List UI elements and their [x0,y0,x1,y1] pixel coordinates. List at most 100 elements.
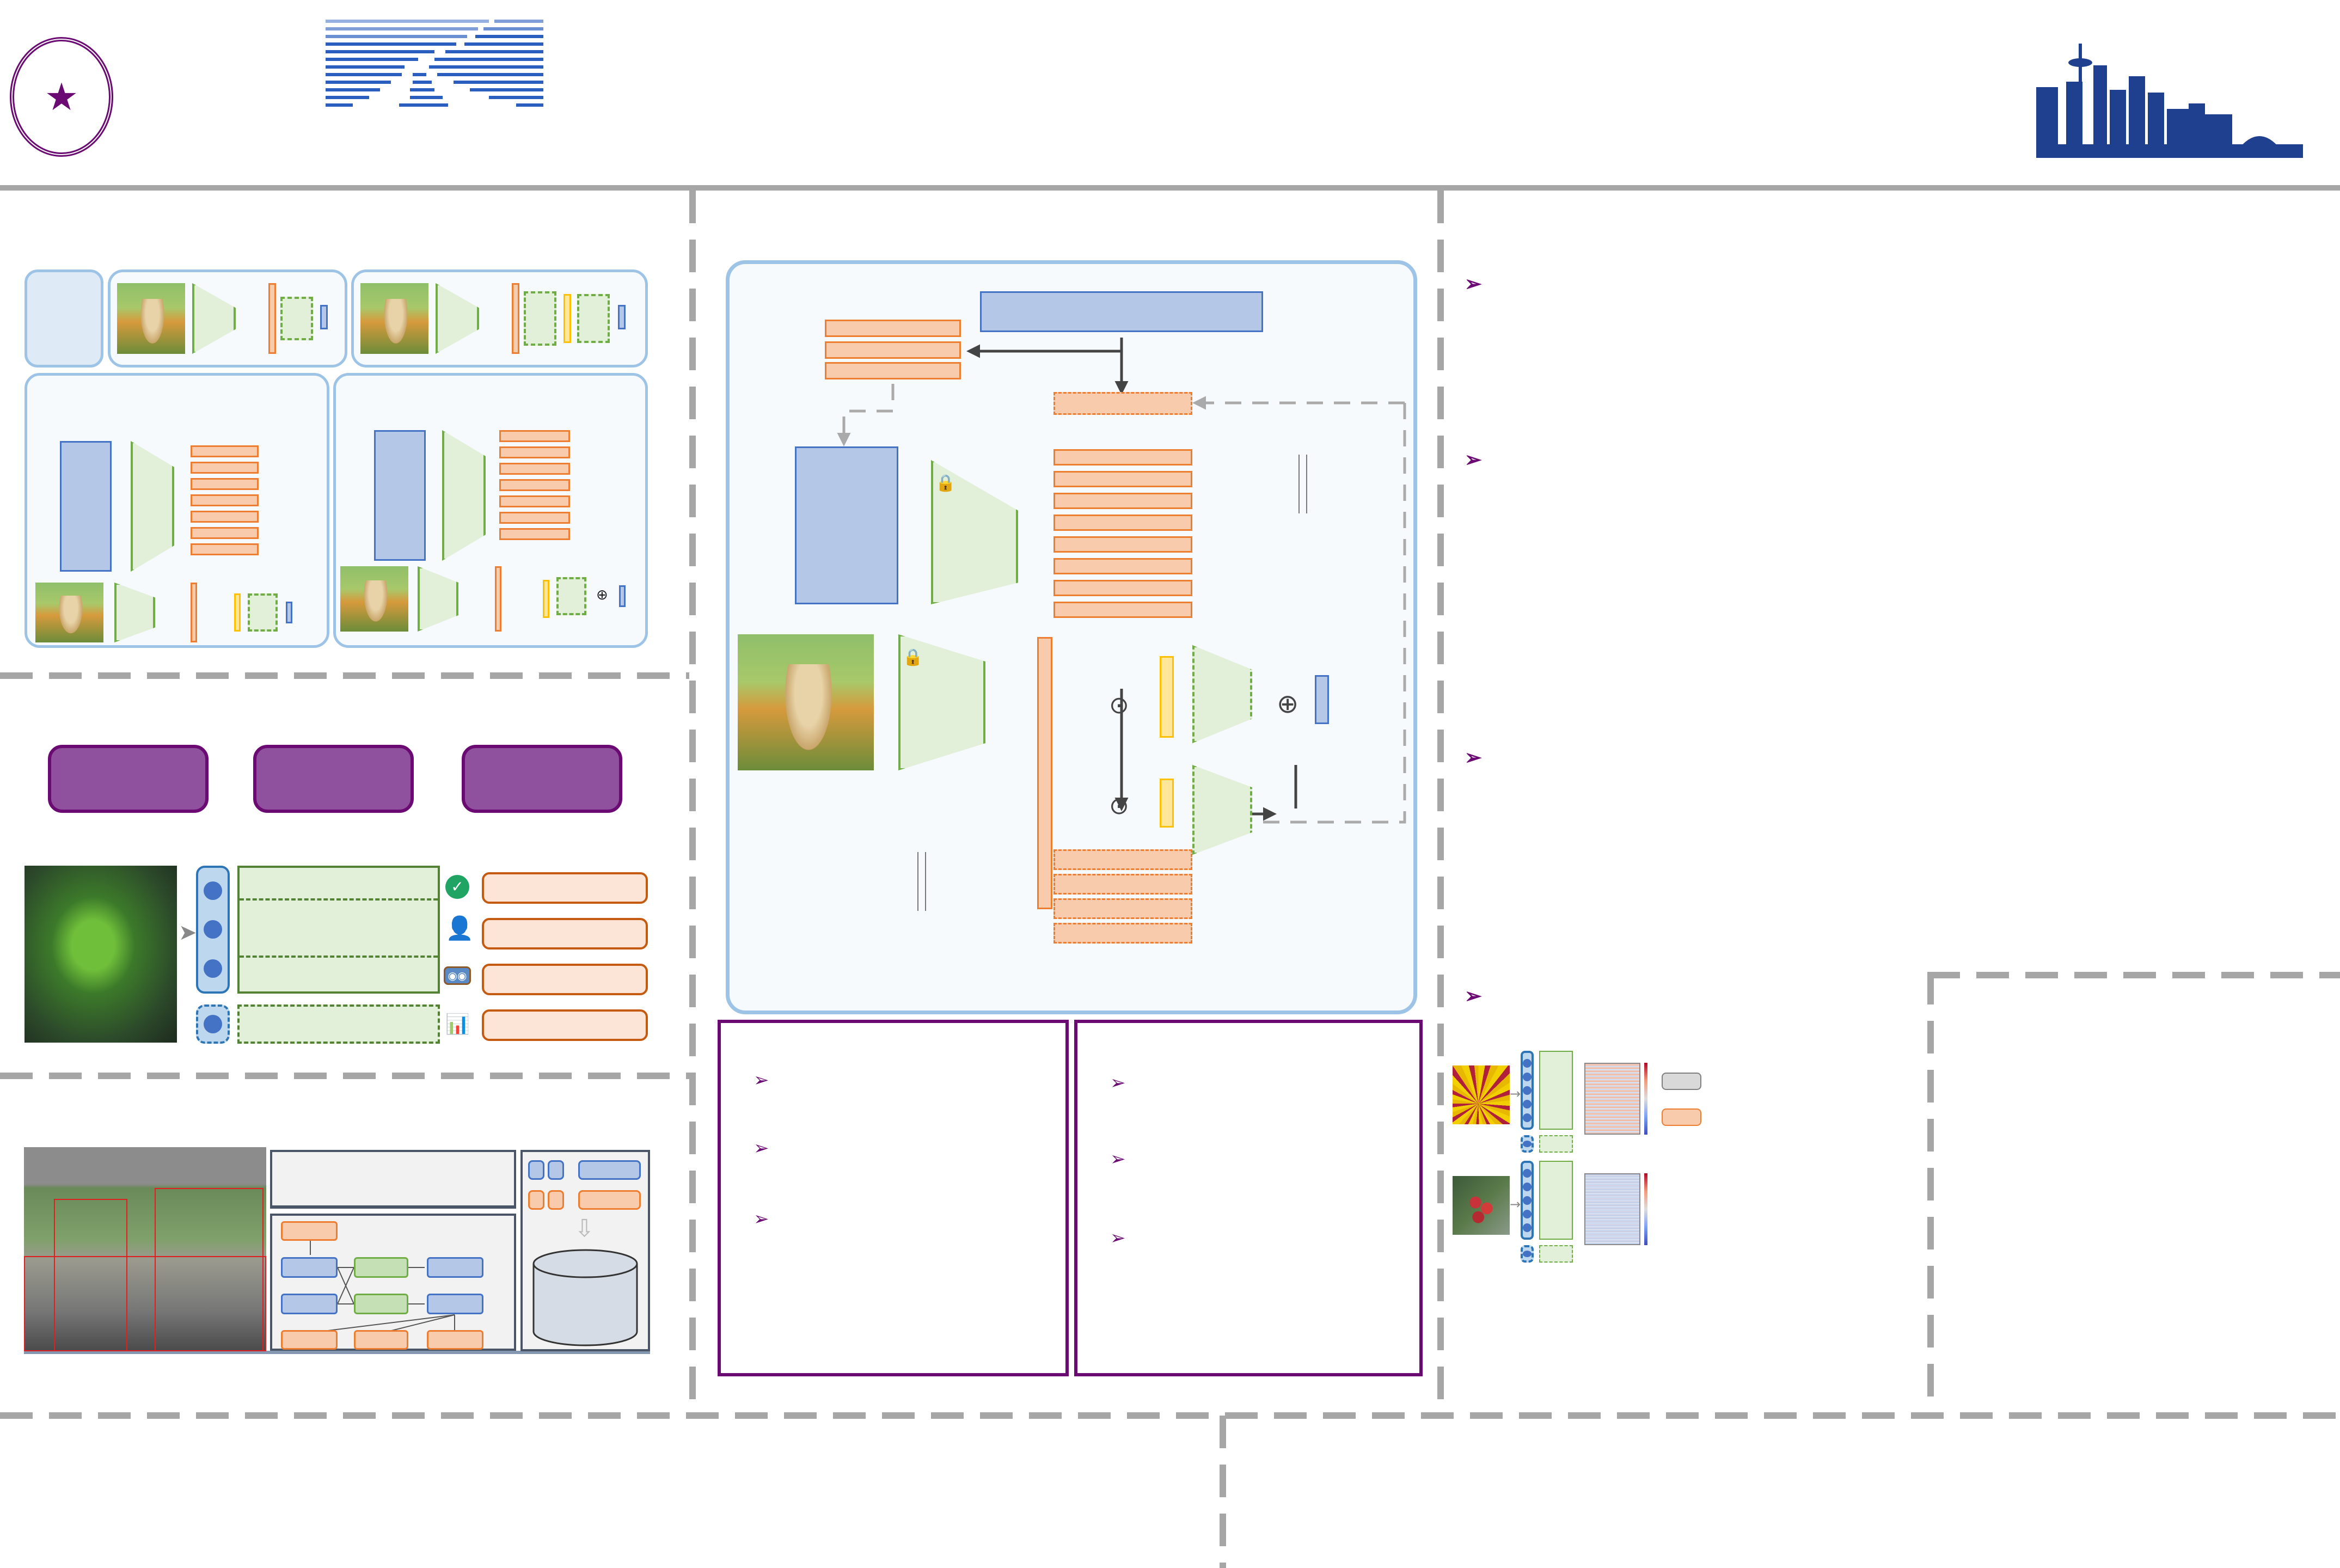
caption-box [270,1150,516,1209]
concept-bar [234,593,241,632]
classifier-heatmap [1584,1063,1640,1135]
dog-image [738,634,874,770]
node-bald [281,1221,338,1241]
text-encoder-label [131,485,169,509]
discovered-concept [1539,1135,1573,1153]
yhat-bar [618,305,626,329]
linear-classifier [280,297,313,340]
product-icon: ⊙ [1109,691,1129,719]
challenge-outcome [482,918,648,950]
lock-icon: 🔒 [935,474,956,493]
subsection-clip-cbms: ➢ [1465,444,1492,473]
u-matrix-vector [917,852,926,911]
concept-bank-box [60,441,112,572]
image-encoder-label [114,593,150,612]
sail-logo-icon [326,20,543,107]
dog-image [340,566,408,632]
concept-extractor [524,291,556,346]
correct-prediction [1662,1108,1701,1126]
classifier-label [554,585,589,593]
node-grey [281,1330,338,1350]
dog-image [360,283,428,354]
classifier-label [575,306,612,314]
arrow-right-icon: ➤ [179,920,197,945]
extra-activation [1521,1245,1534,1263]
residual-classifier-label [1187,781,1258,820]
challenge-outcome [482,872,648,904]
discussion-divider-top [1927,972,2340,978]
classifier-label [279,306,314,314]
concept-bank-items [374,457,426,531]
bottom-divider [0,1412,2340,1419]
subsection-few-shot: ➢ [1465,742,1492,770]
encoder-label [192,302,225,322]
scene-graph-box [270,1214,516,1351]
tsinghua-seal-logo: ★ [10,37,113,157]
challenge-outcome [482,1009,648,1041]
panel-a [108,270,347,367]
dim-mid-label [991,689,1024,707]
yhat-bar [1315,675,1329,724]
candidate-vector [1053,392,1192,415]
adj-token [528,1190,544,1210]
adjectives-token [578,1190,641,1210]
feature-bar [191,583,197,642]
nouns-token [578,1160,641,1180]
yhat-bar [320,305,328,329]
bottom-column-divider [1220,1416,1226,1568]
concept-bank-items [795,479,898,569]
left-divider-1 [0,672,689,679]
concept-bar [543,580,549,618]
panel-b [351,270,648,367]
box2-bullet-loss [1110,1072,1126,1094]
panel-c [24,373,329,648]
concept-bank-list [237,866,440,994]
image-encoder-label [418,580,453,598]
dog-image [117,283,185,354]
subsection-original-cbms: ➢ [1465,268,1492,297]
concept-classifier [577,294,610,343]
concept-row [240,958,438,991]
candidate-bank-label [531,1288,640,1312]
node-river [427,1294,483,1314]
concept-activation-column [1521,1161,1534,1240]
down-arrow-icon: ⇩ [574,1215,595,1242]
candidate-bank-panel: ⇩ [520,1150,650,1351]
node-sit-on [354,1257,408,1278]
construction-panel: ⇩ [24,1147,650,1354]
sum-icon: ⊕ [1277,689,1299,719]
node-woman [281,1294,338,1314]
column-divider-1 [689,191,696,1416]
feature-bar [1037,637,1052,909]
wrong-prediction [1662,1073,1701,1090]
feature-bar [512,283,519,354]
seattle-skyline-icon [2036,44,2303,158]
feature-bar [268,283,276,354]
top5-concept-list [1539,1161,1573,1240]
completeness-chip [462,745,622,813]
noun-token [548,1160,564,1180]
noun-token [528,1160,544,1180]
chart-cifar10 [1486,776,1769,961]
extractor-label [522,306,559,314]
panel-d: ⊕ [333,373,648,648]
concept-bank-box [374,430,426,561]
box1-bullet-prediction [754,1137,769,1159]
box2-bullet-prediction [1110,1148,1126,1170]
w-matrix-vector [1298,455,1307,513]
arrow-icon: → [1510,1086,1521,1101]
arrowhead-icon: ➢ [1465,273,1482,296]
n-concepts-label [1222,514,1277,534]
missing-activation-column [196,1004,230,1044]
chart-icon: 📊 [445,1013,470,1036]
text-encoder-label [947,498,1007,548]
lizard-image [24,866,177,1043]
text-encoder-label [442,474,480,498]
bee-image [1453,1065,1510,1124]
arrow-icon: → [1510,1197,1521,1212]
lock-icon: 🔒 [903,648,923,667]
arrowhead-icon: ➢ [1465,746,1482,769]
classifier-label [245,602,280,609]
purity-chip [48,745,209,813]
yhat-bar [286,602,292,623]
